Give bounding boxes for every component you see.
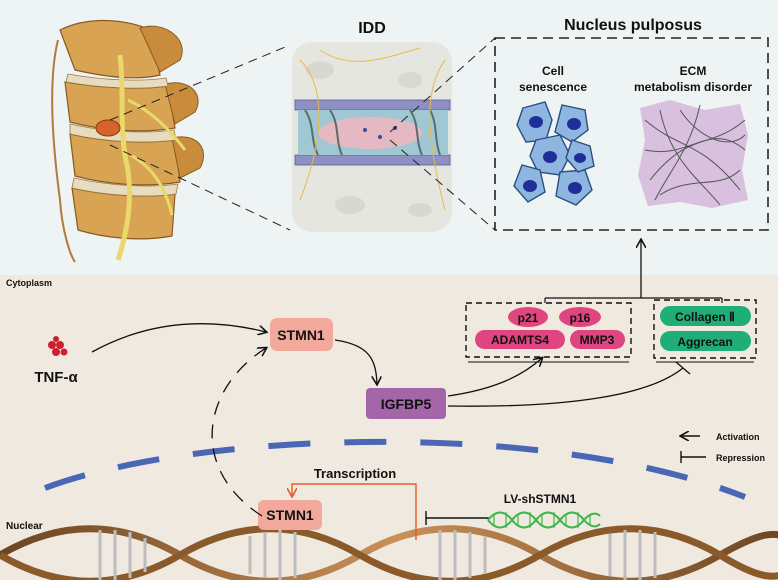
stmn1-to-igfbp5-arrow [334,339,377,384]
tnf-to-stmn1-arrow [91,323,266,353]
nuclear-label: Nuclear [6,521,43,532]
igfbp5-to-markers-up-arrow [447,358,542,397]
legend-activation-label: Activation [716,432,760,442]
repression-bar [675,361,691,375]
marker-p16-label: p16 [570,311,591,325]
spine-illustration [51,20,204,263]
marker-p21 [508,307,548,327]
idd-disc-illustration [292,42,452,232]
zoom-line-bottom [109,144,291,231]
ecm-label-1: ECM [680,64,707,78]
nucleus-pulposus-title: Nucleus pulposus [564,17,702,34]
marker-collagen [660,306,751,326]
transcription-arrow [292,483,417,540]
transcription-label: Transcription [314,466,396,481]
idd-title: IDD [358,20,386,37]
marker-adamts4 [475,330,565,349]
cell-senescence-label-2: senescence [519,80,587,94]
nuclear-membrane [43,438,747,500]
dna-double-helix [0,525,778,580]
zoom-line-top [109,44,291,121]
stmn1-cytoplasm-node [270,318,333,351]
marker-aggrecan [660,331,751,351]
legend-repression-label: Repression [716,453,765,463]
igfbp5-label: IGFBP5 [381,396,432,412]
senescent-cells-illustration [513,101,595,206]
lv-shstmn1-label: LV-shSTMN1 [504,492,577,506]
marker-collagen-label: Collagen Ⅱ [675,310,735,324]
nucleus-pulposus-box [494,37,769,231]
tnf-alpha-molecule-icon [48,336,68,356]
marker-mmp3-label: MMP3 [580,333,615,347]
marker-p21-label: p21 [518,311,539,325]
stmn1-nuclear-node [258,500,322,530]
igfbp5-to-markers-down-repression [447,367,684,407]
shrna-helix-icon [487,511,601,529]
stmn1-translocation-arrow [211,348,266,517]
np-zoom-line-top [389,37,496,133]
markers-up-box [465,302,632,358]
stmn1-cytoplasm-label: STMN1 [277,327,325,343]
marker-adamts4-label: ADAMTS4 [491,333,549,347]
marker-mmp3 [570,330,625,349]
markers-down-box [653,299,757,359]
cytoplasm-label: Cytoplasm [6,278,52,288]
tnf-alpha-label: TNF-α [34,369,78,386]
ecm-disorder-illustration [638,100,748,208]
marker-p16 [559,307,601,327]
cell-senescence-label-1: Cell [542,64,564,78]
np-zoom-line-bottom [389,139,496,231]
stmn1-nuclear-label: STMN1 [266,507,314,523]
ecm-label-2: metabolism disorder [634,80,752,94]
marker-aggrecan-label: Aggrecan [677,335,732,349]
igfbp5-node [366,388,446,419]
